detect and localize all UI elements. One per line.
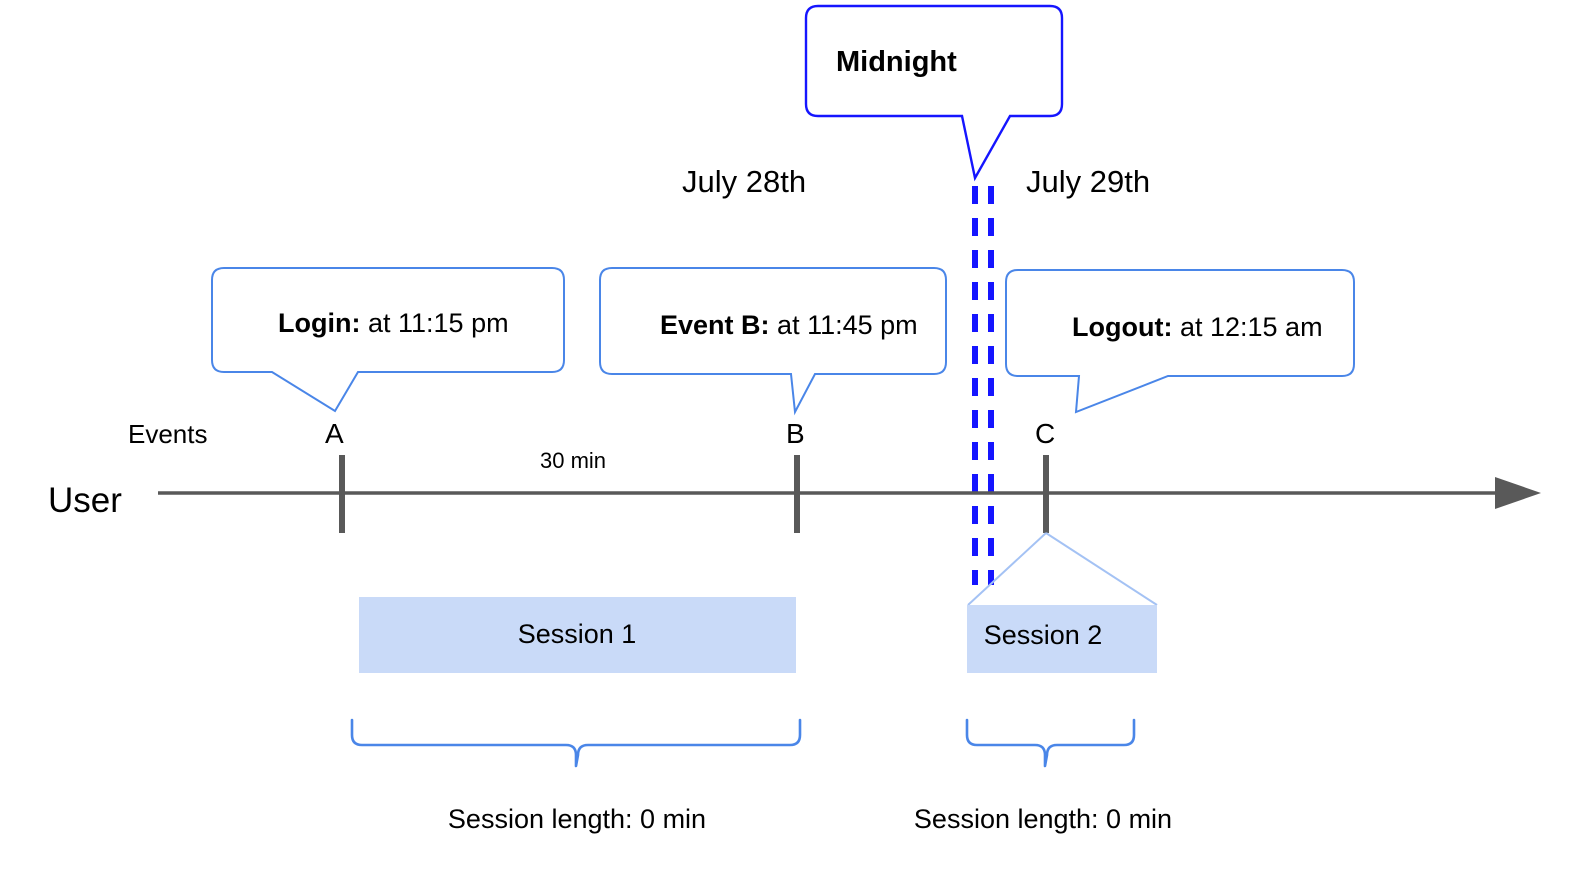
event-callout-event-b-shape: [599, 267, 947, 416]
session-1-rect: [359, 597, 796, 673]
event-marker-label-a: A: [325, 418, 344, 449]
event-marker-label-b: B: [786, 418, 805, 449]
timeline-axis-arrowhead: [1495, 477, 1541, 509]
session-2-label: Session 2: [984, 620, 1103, 650]
event-callout-event-b-title: Event B:: [660, 310, 770, 340]
event-callout-login-title: Login:: [278, 308, 360, 338]
event-callout-login-detail: at 11:15 pm: [360, 308, 508, 338]
event-callout-logout-title: Logout:: [1072, 312, 1172, 342]
session-1-brace: [350, 718, 802, 768]
session-2-rect: [967, 605, 1157, 673]
midnight-divider-lines: [972, 186, 994, 585]
session-1-length-label: Session length: 0 min: [448, 804, 706, 834]
midnight-callout[interactable]: Midnight: [804, 4, 1064, 182]
session-1-label: Session 1: [518, 619, 637, 649]
event-callout-login-shape: [211, 267, 565, 413]
row-label-user: User: [48, 481, 122, 520]
session-2-leader-line-right: [1045, 532, 1158, 606]
event-callout-event-b-detail: at 11:45 pm: [770, 310, 918, 340]
event-callout-logout-shape: [1005, 269, 1355, 414]
event-callout-login[interactable]: Login: at 11:15 pm: [211, 267, 565, 413]
session-2-length-label: Session length: 0 min: [914, 804, 1172, 834]
midnight-callout-shape: [804, 4, 1064, 182]
timeline-axis: [158, 477, 1541, 509]
session-2-brace-group: Session length: 0 min: [914, 718, 1172, 834]
date-label-july-28: July 28th: [682, 164, 806, 199]
event-callout-logout-text: Logout: at 12:15 am: [1032, 312, 1354, 342]
session-1-box[interactable]: Session 1: [359, 597, 796, 673]
event-callout-event-b[interactable]: Event B: at 11:45 pm: [599, 267, 949, 416]
event-callout-login-text: Login: at 11:15 pm: [238, 308, 540, 338]
midnight-label: Midnight: [836, 46, 957, 78]
event-callout-event-b-text: Event B: at 11:45 pm: [620, 310, 949, 340]
session-1-brace-group: Session length: 0 min: [350, 718, 802, 834]
session-2-leader-lines: [967, 532, 1158, 606]
session-2-brace: [965, 718, 1136, 768]
gap-duration-label: 30 min: [540, 448, 606, 473]
row-label-events: Events: [128, 419, 208, 449]
date-label-july-29: July 29th: [1026, 164, 1150, 199]
event-marker-label-c: C: [1035, 418, 1055, 449]
event-callout-logout-detail: at 12:15 am: [1172, 312, 1322, 342]
event-callout-logout[interactable]: Logout: at 12:15 am: [1005, 269, 1355, 414]
session-2-leader-line-left: [967, 532, 1047, 606]
session-2-box[interactable]: Session 2: [967, 605, 1157, 673]
